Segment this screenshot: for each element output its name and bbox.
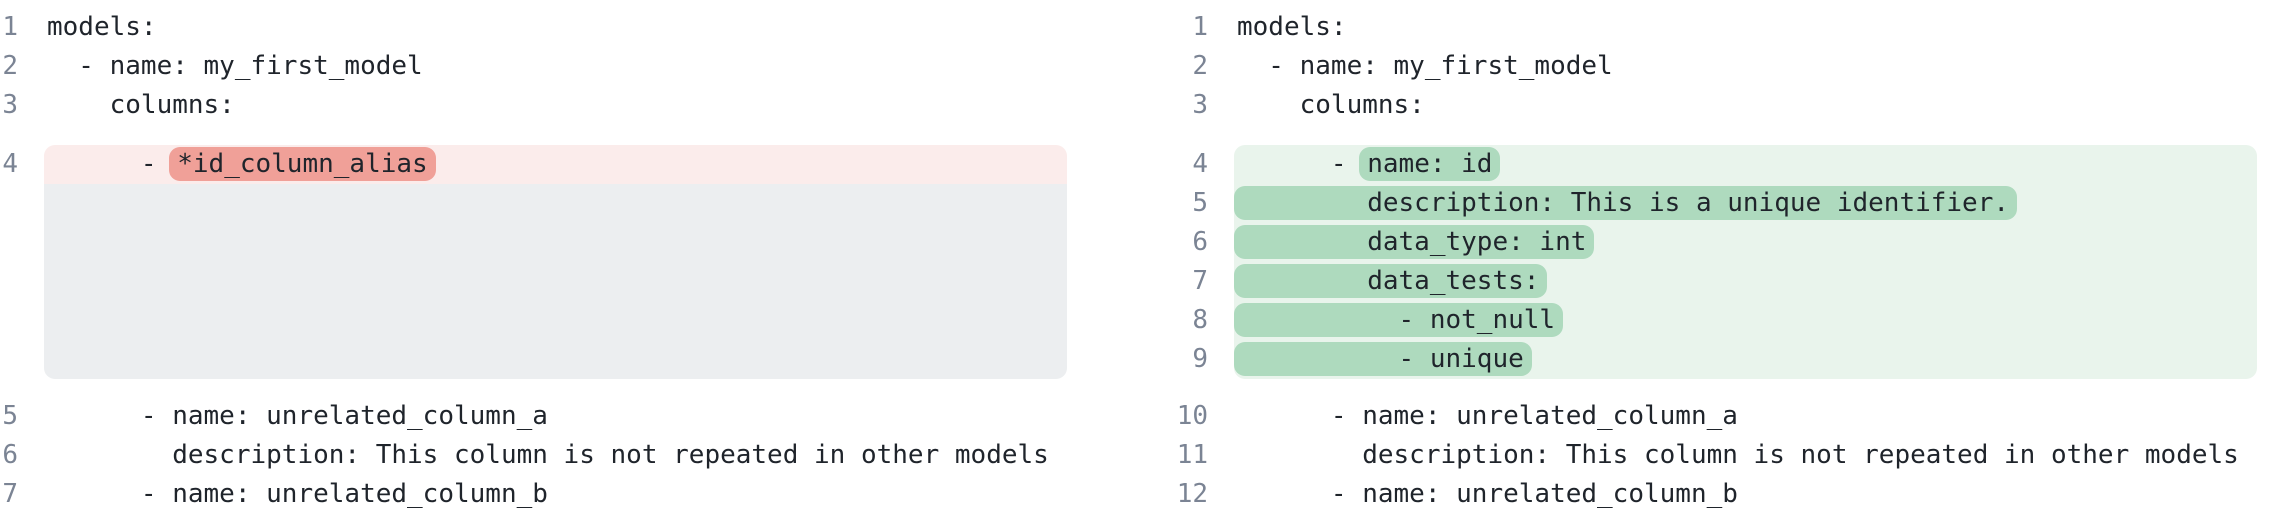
code-line: 2 - name: my_first_model xyxy=(1139,47,2257,86)
added-token-highlight: description: This is a unique identifier… xyxy=(1234,186,2018,220)
line-number: 12 xyxy=(1176,479,1208,509)
line-number-empty xyxy=(0,184,18,379)
code-line: 3 columns: xyxy=(0,86,1067,125)
yaml-diff-view: 1 models: 2 - name: my_first_model 3 col… xyxy=(0,8,2278,514)
code-text: description: This is a unique identifier… xyxy=(1234,184,2257,223)
added-token-highlight: data_tests: xyxy=(1234,264,1548,298)
code-text: - name: my_first_model xyxy=(47,51,423,81)
code-line: 2 - name: my_first_model xyxy=(0,47,1067,86)
code-prefix: - xyxy=(47,149,173,179)
code-text: models: xyxy=(47,12,157,42)
line-number: 6 xyxy=(1192,227,1208,257)
code-text: - name: unrelated_column_b xyxy=(47,479,548,509)
added-token-highlight: name: id xyxy=(1359,147,1501,181)
line-number: 1 xyxy=(2,12,18,42)
line-number: 5 xyxy=(1192,188,1208,218)
code-line: 6 description: This column is not repeat… xyxy=(0,436,1067,475)
line-number: 11 xyxy=(1176,440,1208,470)
code-line: 11 description: This column is not repea… xyxy=(1139,436,2257,475)
code-text: data_tests: xyxy=(1234,262,2257,301)
code-text: - not_null xyxy=(1234,301,2257,340)
line-number: 3 xyxy=(1192,90,1208,120)
code-line: 7 - name: unrelated_column_b xyxy=(0,475,1067,514)
code-text: - name: unrelated_column_b xyxy=(1237,479,1738,509)
code-text: - name: id xyxy=(1234,145,2257,184)
added-code-line: 7 data_tests: xyxy=(1139,262,2257,301)
code-text: - name: unrelated_column_a xyxy=(1237,401,1738,431)
added-code-line: 5 description: This is a unique identifi… xyxy=(1139,184,2257,223)
removed-token-highlight: *id_column_alias xyxy=(169,147,436,181)
line-number: 7 xyxy=(1192,266,1208,296)
code-text: description: This column is not repeated… xyxy=(47,440,1049,470)
added-code-line: 4 - name: id xyxy=(1139,145,2257,184)
diff-pane-after: 1 models: 2 - name: my_first_model 3 col… xyxy=(1139,8,2278,514)
code-line: 10 - name: unrelated_column_a xyxy=(1139,397,2257,436)
gap-spacer-background xyxy=(44,184,1067,379)
code-line: 3 columns: xyxy=(1139,86,2257,125)
added-code-line: 6 data_type: int xyxy=(1139,223,2257,262)
added-token-highlight: - not_null xyxy=(1234,303,1564,337)
code-text: models: xyxy=(1237,12,1347,42)
line-number: 7 xyxy=(2,479,18,509)
line-number: 3 xyxy=(2,90,18,120)
code-prefix: - xyxy=(1237,149,1363,179)
added-code-line: 9 - unique xyxy=(1139,340,2257,379)
line-number: 4 xyxy=(2,149,18,179)
code-line: 1 models: xyxy=(1139,8,2257,47)
collapsed-gap-spacer xyxy=(0,184,1067,379)
line-number: 2 xyxy=(2,51,18,81)
added-token-highlight: - unique xyxy=(1234,342,1532,376)
line-number: 1 xyxy=(1192,12,1208,42)
code-text: - *id_column_alias xyxy=(44,145,1067,184)
removed-code-line: 4 - *id_column_alias xyxy=(0,145,1067,184)
code-text: data_type: int xyxy=(1234,223,2257,262)
line-number: 5 xyxy=(2,401,18,431)
code-line: 1 models: xyxy=(0,8,1067,47)
code-line: 5 - name: unrelated_column_a xyxy=(0,397,1067,436)
line-number: 4 xyxy=(1192,149,1208,179)
diff-pane-before: 1 models: 2 - name: my_first_model 3 col… xyxy=(0,8,1139,514)
added-code-line: 8 - not_null xyxy=(1139,301,2257,340)
code-text: columns: xyxy=(1237,90,1425,120)
code-text: - name: unrelated_column_a xyxy=(47,401,548,431)
code-text: - unique xyxy=(1234,340,2257,379)
code-text: - name: my_first_model xyxy=(1237,51,1613,81)
line-number: 8 xyxy=(1192,305,1208,335)
code-line: 12 - name: unrelated_column_b xyxy=(1139,475,2257,514)
added-change-block: 4 - name: id 5 description: This is a un… xyxy=(1139,145,2257,379)
code-text: columns: xyxy=(47,90,235,120)
line-number: 2 xyxy=(1192,51,1208,81)
removed-change-block: 4 - *id_column_alias xyxy=(0,145,1067,379)
line-number: 10 xyxy=(1176,401,1208,431)
line-number: 9 xyxy=(1192,344,1208,374)
code-text: description: This column is not repeated… xyxy=(1237,440,2239,470)
line-number: 6 xyxy=(2,440,18,470)
added-token-highlight: data_type: int xyxy=(1234,225,1595,259)
